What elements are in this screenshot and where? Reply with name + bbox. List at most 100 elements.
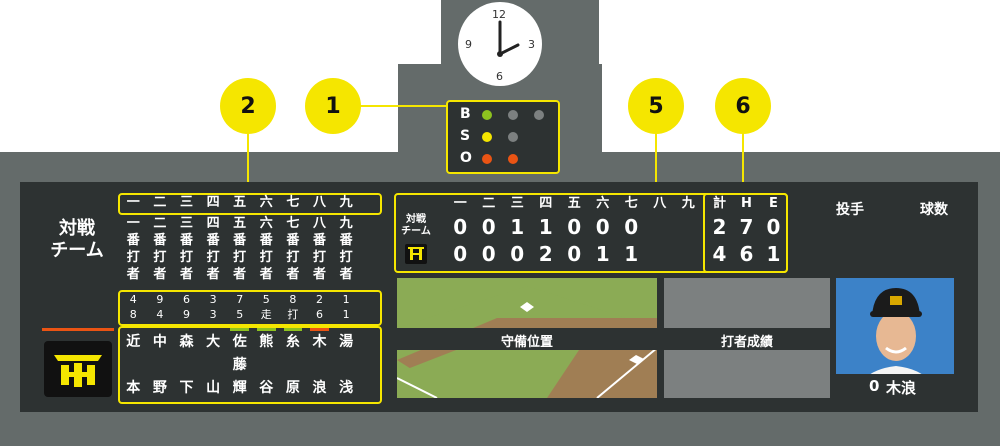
away-runs-4: 1 (538, 215, 553, 239)
batting-order-char: 番 (126, 233, 140, 248)
batting-order-char: 者 (339, 267, 353, 282)
score-inning-1: 一 (453, 196, 467, 211)
lineup-inning-5: 五 (233, 195, 247, 210)
home-total-3: 1 (766, 242, 781, 266)
batting-order-col-1: 一番打者 (120, 215, 147, 283)
batting-order-num: 四 (206, 216, 220, 231)
out-lamp-2 (508, 154, 518, 164)
position-top: 2 (315, 293, 323, 306)
home-runs-6: 1 (595, 242, 610, 266)
batter-panel: 打者成績 (664, 278, 830, 398)
batting-order-num: 五 (233, 216, 247, 231)
batting-order-char: 打 (206, 250, 220, 265)
batting-order-char: 者 (179, 267, 193, 282)
player-name-bottom: 浪 (312, 380, 327, 396)
position-bottom: 6 (315, 308, 323, 321)
away-runs-7: 0 (624, 215, 639, 239)
clock-3: 3 (528, 38, 535, 51)
batting-order-col-9: 九番打者 (333, 215, 360, 283)
batting-order-headers: 一番打者二番打者三番打者四番打者五番打者六番打者七番打者八番打者九番打者 (120, 215, 378, 283)
away-total-2: 7 (739, 215, 754, 239)
clock: 12 3 6 9 (458, 2, 542, 86)
batting-order-col-4: 四番打者 (200, 215, 227, 283)
home-team-logo (44, 341, 112, 397)
batting-order-char: 者 (259, 267, 273, 282)
batting-order-char: 者 (153, 267, 167, 282)
player-name-top: 熊 (259, 334, 274, 350)
batting-order-num: 八 (312, 216, 326, 231)
player-name-top: 湯 (339, 334, 354, 350)
player-name-top: 中 (152, 334, 167, 350)
batting-order-num: 七 (286, 216, 300, 231)
clock-hands-icon (497, 20, 520, 57)
count-board: B S O (446, 100, 560, 174)
batting-order-col-5: 五番打者 (226, 215, 253, 283)
position-top: 5 (262, 293, 270, 306)
batting-order-char: 者 (126, 267, 140, 282)
score-inning-2: 二 (482, 196, 496, 211)
batting-order-num: 二 (153, 216, 167, 231)
position-top: 6 (182, 293, 190, 306)
home-team-mini-logo-icon (405, 244, 427, 264)
position-bottom: 5 (236, 308, 244, 321)
pitcher-name-bar (836, 374, 954, 398)
clock-6: 6 (496, 70, 503, 83)
position-top: 7 (236, 293, 244, 306)
batting-order-col-3: 三番打者 (173, 215, 200, 283)
batting-order-char: 番 (179, 233, 193, 248)
totals-head-3: E (769, 196, 778, 211)
batting-order-num: 六 (259, 216, 273, 231)
batting-order-char: 番 (259, 233, 273, 248)
away-runs-2: 0 (481, 215, 496, 239)
batter-title: 打者成績 (720, 335, 773, 350)
home-accent-line (42, 328, 114, 331)
batting-order-char: 者 (286, 267, 300, 282)
batting-order-col-7: 七番打者 (280, 215, 307, 283)
defense-title-bar (397, 328, 657, 350)
lineup-inning-2: 二 (153, 195, 167, 210)
substitution-mark (257, 328, 276, 331)
position-bottom: 9 (182, 308, 190, 321)
home-total-1: 4 (712, 242, 727, 266)
totals-box (703, 193, 788, 273)
position-bottom: 8 (129, 308, 137, 321)
out-label: O (460, 150, 472, 166)
strike-label: S (460, 128, 471, 144)
opponent-label: 対戦 チーム (46, 218, 108, 262)
lineup-inning-8: 八 (312, 195, 326, 210)
batting-order-char: 番 (286, 233, 300, 248)
player-name-bottom: 浅 (339, 380, 354, 396)
home-runs-1: 0 (453, 242, 468, 266)
ball-label: B (460, 106, 471, 122)
position-top: 1 (342, 293, 350, 306)
callout-5: 5 (628, 78, 684, 134)
ball-lamp-1 (482, 110, 492, 120)
player-name-top: 近 (126, 334, 141, 350)
pitch-count-head: 球数 (920, 202, 948, 218)
substitution-mark (283, 328, 303, 331)
home-runs-2: 0 (481, 242, 496, 266)
home-runs-5: 0 (567, 242, 582, 266)
callout-6: 6 (715, 78, 771, 134)
position-bottom: 1 (342, 308, 350, 321)
tigers-logo-icon (54, 355, 102, 387)
out-lamp-1 (482, 154, 492, 164)
player-name-mid: 藤 (232, 357, 247, 373)
home-runs-3: 0 (510, 242, 525, 266)
batting-order-char: 打 (286, 250, 300, 265)
away-runs-1: 0 (453, 215, 468, 239)
names-box (118, 326, 382, 404)
lineup-inning-3: 三 (179, 195, 193, 210)
totals-head-2: H (741, 196, 752, 211)
lineup-inning-4: 四 (206, 195, 220, 210)
away-total-3: 0 (766, 215, 781, 239)
strike-lamp-1 (482, 132, 492, 142)
callout-1: 1 (305, 78, 361, 134)
batting-order-char: 番 (153, 233, 167, 248)
position-top: 8 (289, 293, 297, 306)
lineup-innings-box (118, 193, 382, 215)
position-top: 4 (129, 293, 137, 306)
batting-order-char: 打 (259, 250, 273, 265)
score-inning-4: 四 (539, 196, 553, 211)
